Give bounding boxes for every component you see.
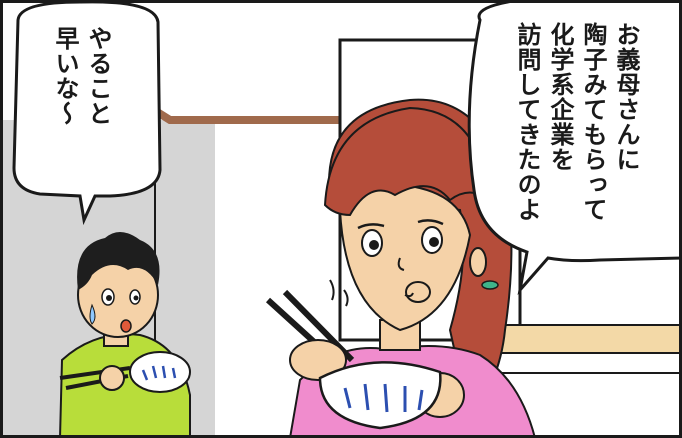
speech-left-text: やること 早いな〜: [48, 26, 114, 186]
speech-right-line-2: 陶子みてもらって: [579, 22, 607, 222]
speech-right-line-1: お義母さんに: [612, 22, 640, 172]
speech-right-text: お義母さんに 陶子みてもらって 化学系企業を 訪問してきたのよ: [510, 22, 642, 252]
speech-left-line-1: やること: [84, 26, 112, 126]
speech-left-line-2: 早いな〜: [51, 26, 79, 126]
woman-figure: [265, 98, 537, 438]
speech-right-line-4: 訪問してきたのよ: [513, 22, 541, 222]
speech-bubble-right: [467, 0, 682, 296]
speech-right-line-3: 化学系企業を: [546, 22, 574, 172]
boy-figure: [58, 231, 191, 438]
rice-bowl-icon: [129, 351, 191, 393]
counter-front: [469, 352, 682, 374]
sweat-drop-icon: [89, 303, 96, 325]
